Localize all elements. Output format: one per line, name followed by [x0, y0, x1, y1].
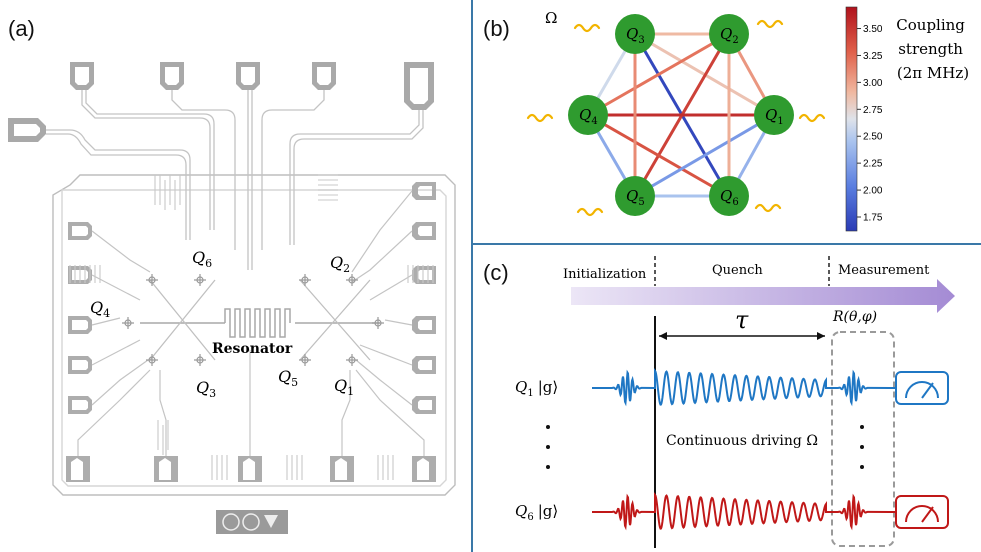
vertical-divider [471, 0, 473, 552]
qubit-node-q2 [709, 14, 749, 54]
colorbar-tick-label: 2.50 [863, 132, 883, 143]
qubit-node-label-q4: Q4 [579, 106, 598, 127]
qubit-node-q3 [615, 14, 655, 54]
qubit-node-q5 [615, 176, 655, 216]
resonator-label: Resonator [212, 341, 293, 357]
q1-waveform [592, 368, 897, 407]
colorbar-tick-label: 3.50 [863, 24, 883, 35]
qubit-node-label-q3: Q3 [626, 25, 645, 46]
colorbar-tick-label: 2.00 [863, 186, 883, 197]
stage-measurement: Measurement [838, 263, 930, 278]
q6-row-label: Q6|g⟩ [515, 502, 558, 523]
coupling-edge-q3-q6 [633, 33, 731, 197]
chip-label-q6: Q6 [192, 248, 212, 270]
chip-label-q4: Q4 [90, 298, 110, 320]
chip-label-q5: Q5 [278, 367, 298, 389]
drive-squiggle-q4 [526, 113, 554, 123]
drive-squiggle-q5 [576, 207, 604, 217]
coupling-edge-q4-q6 [587, 113, 730, 198]
coupling-edge-q5-q1 [634, 113, 775, 198]
q6-meter-icon [895, 495, 949, 529]
qubit-node-label-q1: Q1 [765, 106, 784, 127]
coupling-edge-q5-q4 [586, 114, 637, 197]
colorbar [845, 6, 858, 232]
qubit-node-label-q2: Q2 [720, 25, 739, 46]
drive-squiggle-q6 [754, 203, 782, 213]
chip-layout: Q6 Q2 Q4 Q3 Q5 Q1 Resonator [8, 62, 456, 534]
colorbar-tick-label: 2.25 [863, 159, 883, 170]
omega-label: Ω [545, 9, 557, 27]
panel-label-c: (c) [483, 260, 509, 285]
colorbar-tick-label: 1.75 [863, 213, 883, 224]
colorbar-tick-label: 3.25 [863, 51, 883, 62]
coupling-edge-q2-q4 [587, 32, 730, 117]
qubit-node-label-q6: Q6 [720, 187, 739, 208]
coupling-edge-q4-q3 [586, 33, 637, 116]
chip-logos [216, 510, 288, 534]
horizontal-divider [473, 243, 981, 245]
chip-label-q1: Q1 [334, 376, 354, 398]
colorbar-title: Coupling strength (2π MHz) [896, 16, 969, 82]
q1-row-label: Q1|g⟩ [515, 378, 558, 399]
chip-label-q3: Q3 [196, 378, 216, 400]
coupling-edge-q2-q1 [727, 33, 776, 116]
stage-quench: Quench [712, 263, 763, 278]
rotation-label: R(θ,φ) [832, 309, 877, 325]
colorbar-tick-label: 2.75 [863, 105, 883, 116]
stage-initialization: Initialization [563, 267, 647, 282]
qubit-node-label-q5: Q5 [626, 187, 645, 208]
drive-squiggle-q3 [573, 23, 601, 33]
driving-text: Continuous driving Ω [666, 433, 818, 449]
timeline-arrow [571, 279, 955, 313]
qubit-node-q6 [709, 176, 749, 216]
chip-label-q2: Q2 [330, 253, 350, 275]
q6-waveform [592, 492, 897, 531]
tau-label: τ [735, 306, 749, 334]
q1-meter-icon [895, 371, 949, 405]
drive-squiggle-q2 [756, 19, 784, 29]
colorbar-tick-label: 3.00 [863, 78, 883, 89]
measurement-box [831, 331, 895, 547]
panel-label-a: (a) [8, 16, 35, 41]
qubit-node-q4 [568, 95, 608, 135]
coupling-edge-q1-q6 [727, 114, 776, 197]
drive-squiggle-q1 [798, 113, 826, 123]
panel-label-b: (b) [483, 16, 510, 41]
coupling-edge-q3-q1 [634, 32, 775, 117]
qubit-node-q1 [754, 95, 794, 135]
coupling-edge-q2-q5 [633, 33, 731, 197]
